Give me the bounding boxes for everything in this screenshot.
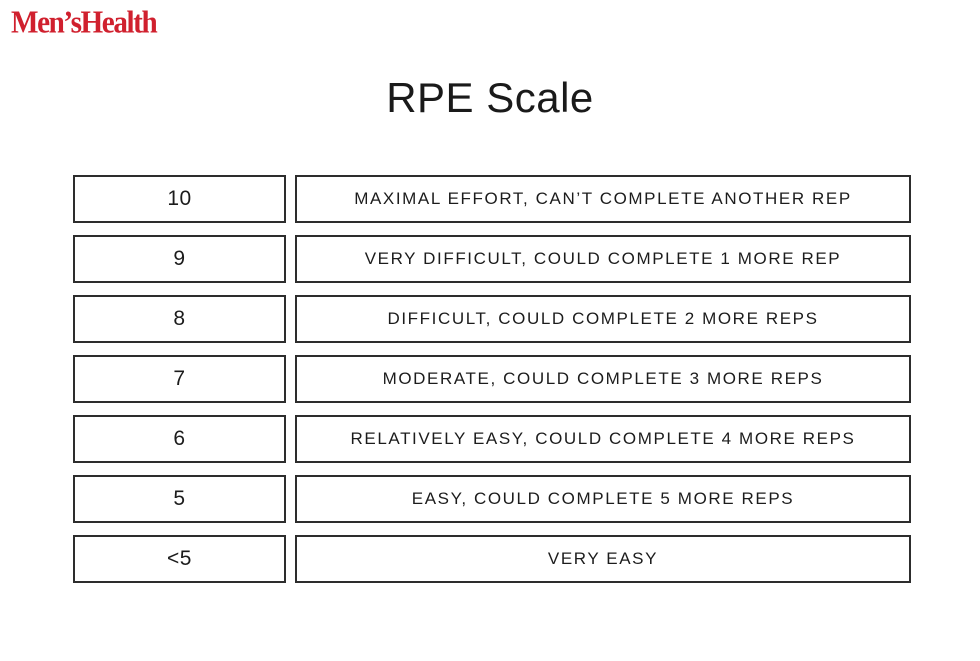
rpe-description-cell: MAXIMAL EFFORT, CAN’T COMPLETE ANOTHER R… [295, 175, 911, 223]
table-row: 6 RELATIVELY EASY, COULD COMPLETE 4 MORE… [73, 415, 911, 463]
rpe-score-cell: 6 [73, 415, 286, 463]
rpe-score-cell: 10 [73, 175, 286, 223]
mens-health-logo: Men’sHealth [11, 4, 158, 40]
rpe-description-cell: EASY, COULD COMPLETE 5 MORE REPS [295, 475, 911, 523]
rpe-description-cell: MODERATE, COULD COMPLETE 3 MORE REPS [295, 355, 911, 403]
page-title: RPE Scale [386, 74, 594, 121]
table-row: 7 MODERATE, COULD COMPLETE 3 MORE REPS [73, 355, 911, 403]
table-row: 10 MAXIMAL EFFORT, CAN’T COMPLETE ANOTHE… [73, 175, 911, 223]
rpe-description-cell: VERY DIFFICULT, COULD COMPLETE 1 MORE RE… [295, 235, 911, 283]
rpe-score-cell: 7 [73, 355, 286, 403]
table-row: 8 DIFFICULT, COULD COMPLETE 2 MORE REPS [73, 295, 911, 343]
rpe-description-cell: DIFFICULT, COULD COMPLETE 2 MORE REPS [295, 295, 911, 343]
rpe-score-cell: <5 [73, 535, 286, 583]
rpe-description-cell: RELATIVELY EASY, COULD COMPLETE 4 MORE R… [295, 415, 911, 463]
table-row: <5 VERY EASY [73, 535, 911, 583]
rpe-score-cell: 9 [73, 235, 286, 283]
rpe-score-cell: 5 [73, 475, 286, 523]
rpe-table: 10 MAXIMAL EFFORT, CAN’T COMPLETE ANOTHE… [73, 175, 911, 583]
rpe-score-cell: 8 [73, 295, 286, 343]
table-row: 5 EASY, COULD COMPLETE 5 MORE REPS [73, 475, 911, 523]
table-row: 9 VERY DIFFICULT, COULD COMPLETE 1 MORE … [73, 235, 911, 283]
rpe-description-cell: VERY EASY [295, 535, 911, 583]
